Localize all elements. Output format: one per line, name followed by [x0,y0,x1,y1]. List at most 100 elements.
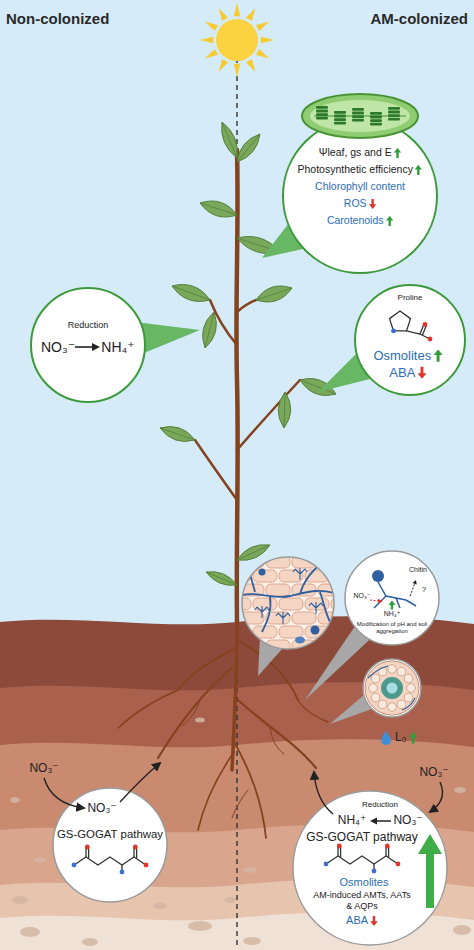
increase-arrow [433,350,442,362]
sun-ray [261,37,274,44]
leaf [222,122,238,158]
cortex-cell [214,612,238,624]
leaf-vein [206,572,237,585]
callout-circle: ReductionNO₃⁻NH₄⁺ [30,287,146,403]
text-row: Modification of pH and soil aggregation [356,621,428,635]
nitrogen-atom [372,869,377,874]
cortex-cell [227,598,251,610]
cortex-cell [397,700,406,709]
oxygen-atom [85,845,90,850]
sun-ray [234,3,241,16]
sun-disc [216,19,258,61]
panel-heading: Non-colonized [6,10,109,27]
text-row: Photosynthetic efficiency [298,163,423,175]
arbuscule [309,602,323,614]
root [298,700,328,722]
text-row: ABA [346,914,378,927]
arbuscule [293,568,307,580]
cortex-cell [292,612,316,624]
oxygen-atom [144,863,149,868]
callout-pointer [305,626,371,700]
callout-text: ABA [346,914,368,926]
callout-border [31,288,145,402]
granum [388,114,400,117]
sun-ray [219,59,229,72]
text-row: GS-GOGAT pathway [306,831,418,845]
leaf-vein [237,545,270,560]
uncertain-arrow [410,584,415,596]
text-row: NO₃⁻ [393,814,422,828]
soil-pebble [243,867,257,873]
callout-text: Chlorophyll content [315,180,405,192]
text-row: Proline [398,293,423,302]
arrow-shape [369,199,376,209]
granum [388,107,400,110]
branch [237,380,300,450]
root [178,648,236,690]
root [233,740,266,838]
granum [352,108,364,111]
oxygen-atom [133,845,138,850]
illustration-border [242,557,334,649]
soil-pebble [454,787,466,793]
leaf [256,286,292,302]
cortex-cell [279,598,303,610]
text-row: NO₃⁻ [353,592,370,600]
callout-shape [362,658,422,718]
callout-text: Proline [398,293,423,302]
root [198,752,234,830]
stem [236,150,237,622]
transport-arrow [314,772,333,814]
oxygen-atom [385,844,390,849]
granum [352,119,364,122]
text-row: GS-GOGAT pathway [57,828,163,841]
cortex-cell [404,693,413,702]
hypha [262,597,271,632]
cortex-cell [407,684,416,693]
leaf [172,285,210,302]
cortex-cell [371,693,380,702]
hypha [374,582,416,608]
arrow-head [413,580,417,585]
soil-pebble [82,938,98,946]
soil-pebble [10,797,20,803]
cortex-cell [318,640,342,652]
leaf [237,134,260,162]
text-row: NH₄⁺ [338,814,367,828]
callout-text: Reduction [68,320,109,330]
callout-circle: L₀ [362,658,422,718]
leaf [203,312,217,348]
leaf [278,392,291,428]
arrow-shape [418,367,427,379]
oxygen-atom [428,337,433,342]
arrow-shape [409,732,417,743]
leaf-vein [284,392,285,428]
hypha [246,566,255,592]
root [118,690,178,728]
callout-text: GS-GOGAT pathway [57,828,163,840]
increase-arrow [389,601,396,610]
vesicle [295,637,305,644]
decrease-arrow [417,367,426,379]
transport-arrow [430,782,442,812]
callout-circle: ProlineOsmolitesABA [354,284,466,396]
cortex-cell [404,674,413,683]
callout-text: Modification of pH and soil aggregation [357,621,427,634]
stele [381,677,403,699]
callout-text: Chitin [409,566,427,573]
arbuscule [276,612,290,624]
arrow-shape [386,216,393,226]
increase-arrow [415,165,423,175]
leaf [237,545,270,561]
callout-circle: Ψleaf, gs and EPhotosynthetic efficiency… [282,118,438,274]
branch [195,440,237,500]
leaf-vein [200,203,237,215]
granum [388,111,400,114]
text-row: Osmolites [373,349,442,364]
oxygen-atom [423,322,428,327]
sun-symbol [200,3,274,77]
callout-text: NO₃⁻ [353,592,370,599]
callout-text: Osmolites [340,876,389,888]
